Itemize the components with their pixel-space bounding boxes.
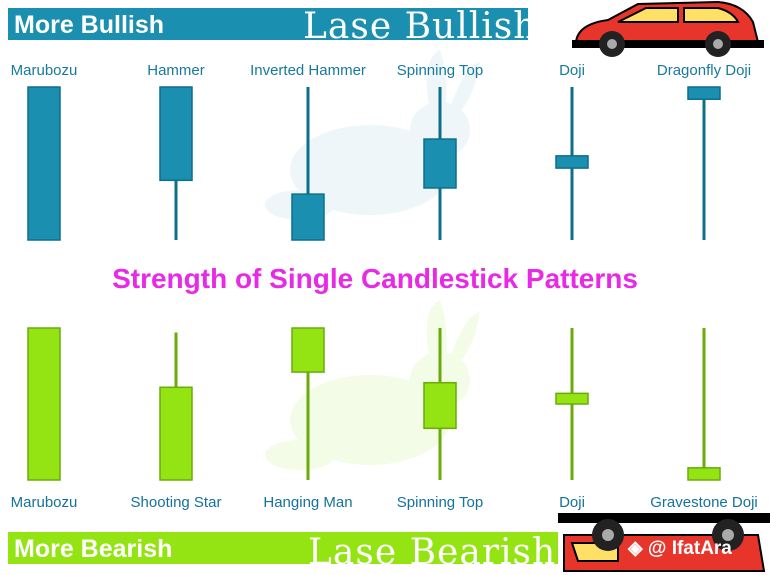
candle-body	[27, 86, 61, 241]
bearish-candle-hanging-man	[291, 327, 325, 480]
bullish-candle-inverted-hammer	[291, 87, 325, 241]
candle-body	[687, 467, 721, 481]
candle-body	[423, 381, 457, 430]
diamond-logo-icon: ◈	[628, 538, 648, 559]
diagram-title: Strength of Single Candlestick Patterns	[112, 263, 638, 294]
bullish-banner-label: More Bullish	[14, 11, 165, 39]
bullish-label-hammer: Hammer	[147, 62, 205, 79]
bullish-candle-marubozu	[27, 86, 61, 241]
candle-body	[291, 327, 325, 373]
bearish-label-marubozu: Marubozu	[10, 494, 78, 511]
bullish-label-dragonfly-doji: Dragonfly Doji	[656, 62, 752, 79]
bearish-banner-title: Lase Bearish	[308, 532, 557, 573]
bearish-label-gravestone-doji: Gravestone Doji	[650, 494, 758, 511]
bearish-banner-label: More Bearish	[14, 535, 173, 563]
bullish-candle-doji	[555, 87, 589, 240]
candle-body	[555, 155, 589, 169]
bullish-label-doji: Doji	[559, 62, 585, 79]
candle-body	[555, 392, 589, 405]
bullish-banner: More Bullish Lase Bullish	[8, 6, 536, 47]
bullish-label-marubozu: Marubozu	[10, 62, 78, 79]
candle-body	[687, 86, 721, 100]
credit-handle: @ IfatAra	[647, 538, 732, 559]
candle-body	[159, 86, 193, 182]
candle-body	[159, 386, 193, 481]
bearish-banner: More Bearish Lase Bearish	[8, 532, 558, 573]
bearish-candle-spinning-top	[423, 328, 457, 480]
bullish-label-inverted-hammer: Inverted Hammer	[250, 62, 366, 79]
bullish-candle-hammer	[159, 86, 193, 240]
bearish-candle-gravestone-doji	[687, 328, 721, 481]
bullish-banner-title: Lase Bullish	[303, 6, 538, 47]
bearish-label-hanging-man: Hanging Man	[263, 494, 353, 511]
bullish-label-spinning-top: Spinning Top	[396, 62, 484, 79]
bearish-label-doji: Doji	[559, 494, 585, 511]
bearish-candle-shooting-star	[159, 332, 193, 481]
bearish-candle-marubozu	[27, 327, 61, 481]
car-icon-bottom	[558, 513, 770, 572]
candle-body	[423, 138, 457, 189]
bullish-candle-spinning-top	[423, 87, 457, 240]
bearish-label-spinning-top: Spinning Top	[396, 494, 484, 511]
candle-body	[291, 193, 325, 241]
candle-body	[27, 327, 61, 481]
bearish-candle-doji	[555, 328, 589, 480]
credit-text: ◈ @ IfatAra	[628, 537, 732, 560]
bearish-label-shooting-star: Shooting Star	[130, 494, 222, 511]
bullish-candle-dragonfly-doji	[687, 86, 721, 240]
car-icon-top	[572, 0, 764, 57]
